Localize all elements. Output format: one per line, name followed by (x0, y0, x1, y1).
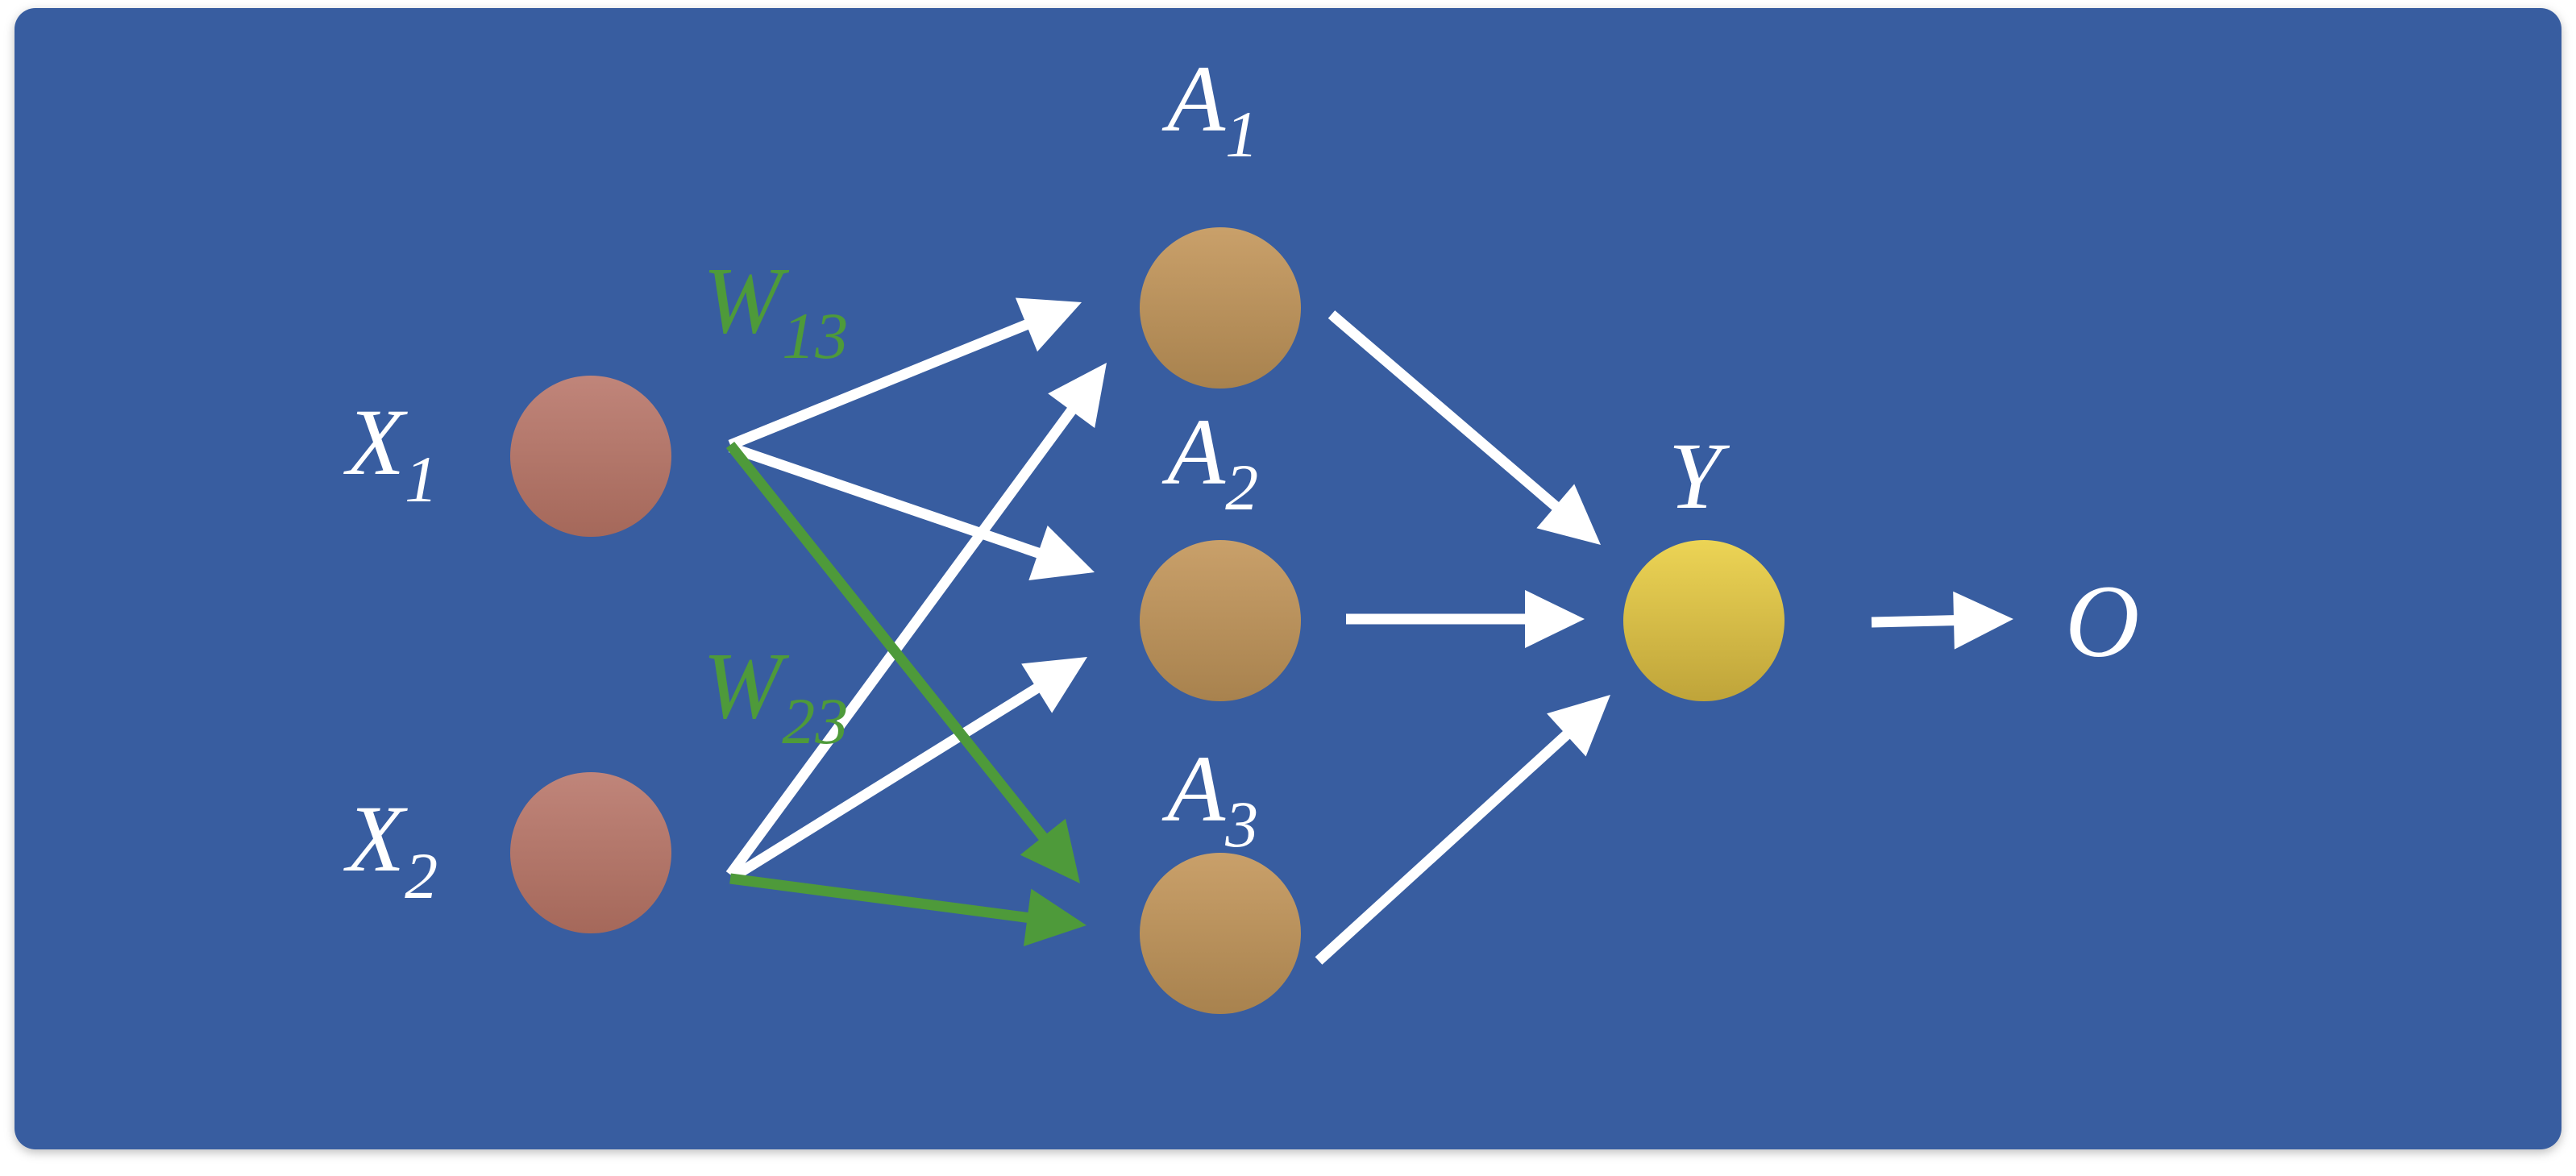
label-a3-sub: 3 (1224, 787, 1258, 861)
label-w13-sub: 13 (782, 299, 848, 372)
edge-shaft-x1-a3 (725, 441, 1050, 844)
edge-a2-y (1346, 590, 1585, 648)
label-a3-base: A (1161, 736, 1226, 841)
node-x1 (510, 376, 671, 537)
edge-shaft-y-o (1871, 615, 1959, 628)
edge-x1-a2 (728, 442, 1095, 581)
edge-y-o (1871, 591, 2013, 650)
node-a3 (1140, 853, 1301, 1014)
edge-head-a3-y (1547, 695, 1610, 757)
edge-shaft-x2-a2 (733, 681, 1044, 879)
edge-head-x2-a1 (1048, 363, 1107, 428)
edge-head-x2-a3 (1023, 888, 1086, 947)
edge-a3-y (1315, 695, 1610, 965)
label-a1-sub: 1 (1225, 98, 1258, 171)
edge-head-x2-a2 (1021, 657, 1087, 713)
label-a1-base: A (1161, 46, 1226, 152)
node-a2 (1140, 540, 1301, 701)
label-a1: A1 (1161, 46, 1258, 171)
label-x1: X1 (343, 389, 438, 516)
label-x1-base: X (343, 389, 408, 495)
label-w13: W13 (703, 247, 848, 372)
label-a2-base: A (1161, 399, 1226, 505)
edge-head-x1-a2 (1028, 525, 1095, 581)
edge-shaft-x1-a2 (728, 442, 1045, 560)
label-w23-sub: 23 (782, 684, 848, 758)
edge-head-a2-y (1525, 590, 1585, 648)
edge-x2-a3 (729, 873, 1086, 947)
label-w13-base: W (703, 247, 790, 353)
edge-shaft-x2-a1 (725, 403, 1078, 878)
edge-shaft-a1-y (1327, 310, 1563, 513)
label-x2-base: X (343, 786, 408, 891)
edge-x2-a2 (733, 657, 1087, 879)
label-a3: A3 (1161, 736, 1258, 861)
label-a2: A2 (1161, 399, 1258, 524)
node-y (1623, 540, 1785, 701)
label-x2-sub: 2 (405, 839, 438, 912)
edge-shaft-x2-a3 (729, 873, 1033, 924)
label-y: Y (1668, 423, 1730, 529)
edge-head-y-o (1953, 591, 2013, 650)
edge-shaft-a3-y (1315, 728, 1574, 965)
edge-x1-a1 (728, 297, 1082, 451)
label-x2: X2 (343, 786, 438, 912)
node-x2 (510, 772, 671, 933)
label-w23: W23 (703, 633, 848, 758)
edge-shaft-x1-a1 (728, 318, 1033, 451)
edge-x1-a3 (725, 441, 1080, 883)
edge-a1-y (1327, 310, 1601, 545)
edges-layer (725, 297, 2013, 965)
label-x1-sub: 1 (405, 443, 438, 516)
nodes-layer (510, 227, 1785, 1014)
label-w23-base: W (703, 633, 790, 738)
edge-head-x1-a1 (1015, 297, 1082, 352)
node-a1 (1140, 227, 1301, 389)
edge-x2-a1 (725, 363, 1107, 878)
label-o: O (2065, 564, 2139, 679)
label-a2-sub: 2 (1225, 451, 1258, 524)
edge-head-a1-y (1536, 484, 1601, 545)
edge-head-x1-a3 (1020, 818, 1080, 883)
